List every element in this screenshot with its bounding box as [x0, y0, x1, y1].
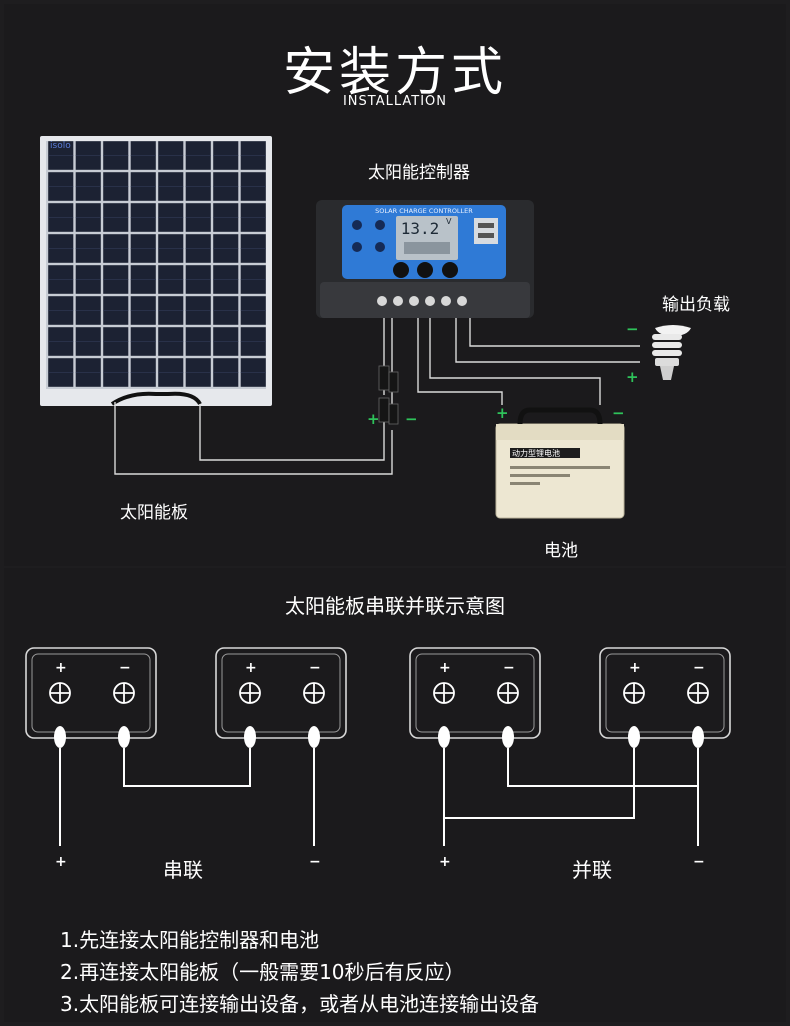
controller-label: 太阳能控制器 — [368, 163, 470, 183]
series-out-plus: + — [55, 854, 67, 870]
parallel-out-minus: − — [693, 854, 705, 870]
load-plus-sign: + — [626, 368, 639, 386]
series-wiring-diagram — [25, 647, 731, 739]
solar-charge-controller: SOLAR CHARGE CONTROLLER 13.2 V — [316, 200, 534, 318]
mc4-connectors — [378, 365, 399, 425]
instruction-step-1: 1.先连接太阳能控制器和电池 — [60, 928, 320, 952]
solar-panel-label: 太阳能板 — [120, 503, 188, 523]
series-label: 串联 — [163, 858, 203, 882]
battery-label: 电池 — [544, 541, 578, 561]
load-minus-sign: − — [626, 320, 639, 338]
instruction-step-3: 3.太阳能板可连接输出设备，或者从电池连接输出设备 — [60, 992, 540, 1016]
panel-brand: isolo — [50, 141, 71, 151]
wiring-diagram-title: 太阳能板串联并联示意图 — [285, 594, 505, 618]
battery-minus-sign: − — [612, 404, 625, 422]
terminal-icons — [49, 682, 709, 704]
battery: 动力型锂电池 — [495, 407, 625, 519]
page-subtitle: INSTALLATION — [342, 94, 448, 109]
series-out-minus: − — [309, 854, 321, 870]
cables — [59, 748, 699, 846]
series-p2-plus: + — [245, 660, 257, 676]
battery-brand: 动力型锂电池 — [512, 448, 560, 458]
cable-lugs — [54, 726, 704, 748]
page-title: 安装方式 — [282, 43, 507, 103]
series-p1-plus: + — [55, 660, 67, 676]
parallel-p1-plus: + — [439, 660, 451, 676]
controller-banner: SOLAR CHARGE CONTROLLER — [375, 207, 473, 215]
panel-plus-sign: + — [367, 410, 380, 428]
controller-display-unit: V — [446, 217, 452, 226]
bulb-icon — [652, 325, 691, 380]
series-p1-minus: − — [119, 660, 131, 676]
series-p2-minus: − — [309, 660, 321, 676]
solar-panel: isolo — [40, 136, 272, 406]
parallel-label: 并联 — [572, 858, 612, 882]
instruction-step-2: 2.再连接太阳能板（一般需要10秒后有反应） — [60, 960, 465, 984]
parallel-p2-plus: + — [629, 660, 641, 676]
parallel-out-plus: + — [439, 854, 451, 870]
parallel-p2-minus: − — [693, 660, 705, 676]
battery-plus-sign: + — [496, 404, 509, 422]
panel-minus-sign: − — [405, 410, 418, 428]
wires — [114, 318, 640, 475]
wiring-panel — [4, 568, 786, 1022]
controller-display: 13.2 — [401, 219, 440, 238]
load-label: 输出负载 — [662, 295, 730, 315]
parallel-p1-minus: − — [503, 660, 515, 676]
